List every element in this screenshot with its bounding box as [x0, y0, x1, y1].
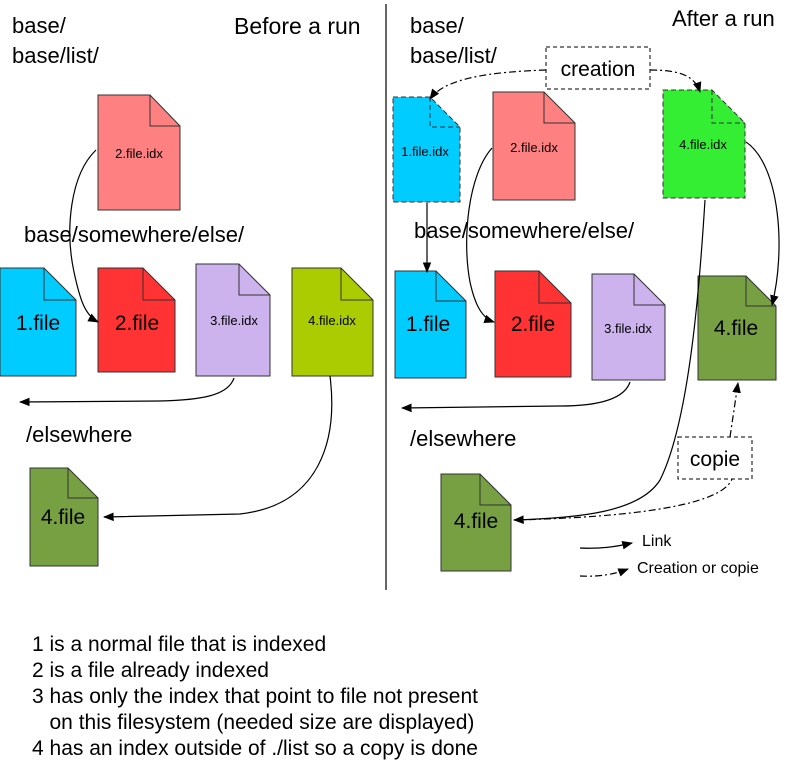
after-base-list-label: base/list/: [410, 43, 498, 68]
before-title: Before a run: [234, 13, 361, 39]
after-creation-label: creation: [561, 58, 636, 81]
legend-creation-label: Creation or copie: [637, 560, 759, 577]
note-2: 2 is a file already indexed: [32, 659, 269, 682]
after-creation-arrow-to-4idx: [649, 69, 702, 94]
after-3-file-idx: 3.file.idx: [591, 273, 666, 381]
before-4-file-label: 4.file: [41, 506, 85, 529]
before-4-file-idx-label: 4.file.idx: [308, 313, 356, 328]
before-4-file-idx: 4.file.idx: [291, 267, 374, 377]
before-link-3idx-to-elsewhere: [18, 377, 235, 407]
before-1-file-label: 1.file: [16, 312, 60, 335]
before-4-file: 4.file: [29, 467, 99, 567]
before-link-2idx-to-2file: [69, 149, 99, 323]
legend: Link Creation or copie: [579, 533, 759, 577]
before-3-file-idx-label: 3.file.idx: [210, 313, 258, 328]
after-link-4idx-to-4file: [512, 199, 706, 525]
before-elsewhere-label: /elsewhere: [26, 422, 132, 447]
after-elsewhere-label: /elsewhere: [410, 426, 516, 451]
after-4-file-copy: 4.file: [697, 275, 777, 381]
after-link-2idx-to-2file: [466, 147, 496, 324]
after-4-file-idx: 4.file.idx: [662, 89, 746, 199]
after-base-label: base/: [410, 13, 465, 38]
before-2-file-idx-label: 2.file.idx: [115, 146, 163, 161]
before-1-file: 1.file: [0, 267, 77, 377]
after-title: After a run: [672, 6, 775, 31]
note-3-continued: on this filesystem (needed size are disp…: [32, 711, 475, 734]
after-copie-arrow-from-4file: [513, 478, 733, 521]
before-base-label: base/: [12, 13, 67, 38]
after-2-file: 2.file: [494, 270, 572, 378]
after-2-file-idx: 2.file.idx: [492, 91, 576, 201]
before-somewhere-label: base/somewhere/else/: [24, 222, 245, 247]
after-4-file: 4.file: [440, 473, 512, 572]
after-creation-box: creation: [545, 46, 651, 90]
after-1-file-idx: 1.file.idx: [392, 96, 461, 203]
before-2-file-label: 2.file: [115, 312, 159, 335]
before-link-4idx-to-4file: [102, 375, 333, 522]
after-creation-arrow-to-1idx: [429, 69, 547, 100]
after-1-file: 1.file: [394, 270, 467, 379]
note-1: 1 is a normal file that is indexed: [32, 633, 327, 656]
after-4-file-label: 4.file: [454, 510, 498, 533]
after-3-file-idx-label: 3.file.idx: [604, 321, 652, 336]
before-2-file: 2.file: [97, 267, 176, 373]
before-2-file-idx: 2.file.idx: [97, 94, 181, 211]
after-copie-label: copie: [690, 448, 740, 471]
after-2-file-label: 2.file: [511, 313, 555, 336]
after-copie-box: copie: [677, 436, 753, 480]
legend-link-label: Link: [642, 533, 672, 550]
before-3-file-idx: 3.file.idx: [195, 263, 271, 377]
after-copie-arrow-to-4copy: [729, 381, 741, 438]
after-link-3idx-to-elsewhere: [400, 381, 631, 413]
after-1-file-label: 1.file: [406, 313, 450, 336]
after-4-file-idx-label: 4.file.idx: [679, 137, 727, 152]
after-2-file-idx-label: 2.file.idx: [510, 140, 558, 155]
note-3: 3 has only the index that point to file …: [32, 685, 478, 708]
after-somewhere-label: base/somewhere/else/: [414, 218, 635, 243]
after-link-4idx-to-4copy: [745, 141, 780, 307]
legend-link-line: [579, 541, 634, 550]
after-4-file-copy-label: 4.file: [714, 317, 758, 340]
notes-list: 1 is a normal file that is indexed 2 is …: [32, 632, 478, 762]
legend-creation-line: [579, 568, 630, 577]
after-1-file-idx-label: 1.file.idx: [401, 144, 449, 159]
before-base-list-label: base/list/: [12, 43, 100, 68]
note-4: 4 has an index outside of ./list so a co…: [32, 737, 478, 760]
